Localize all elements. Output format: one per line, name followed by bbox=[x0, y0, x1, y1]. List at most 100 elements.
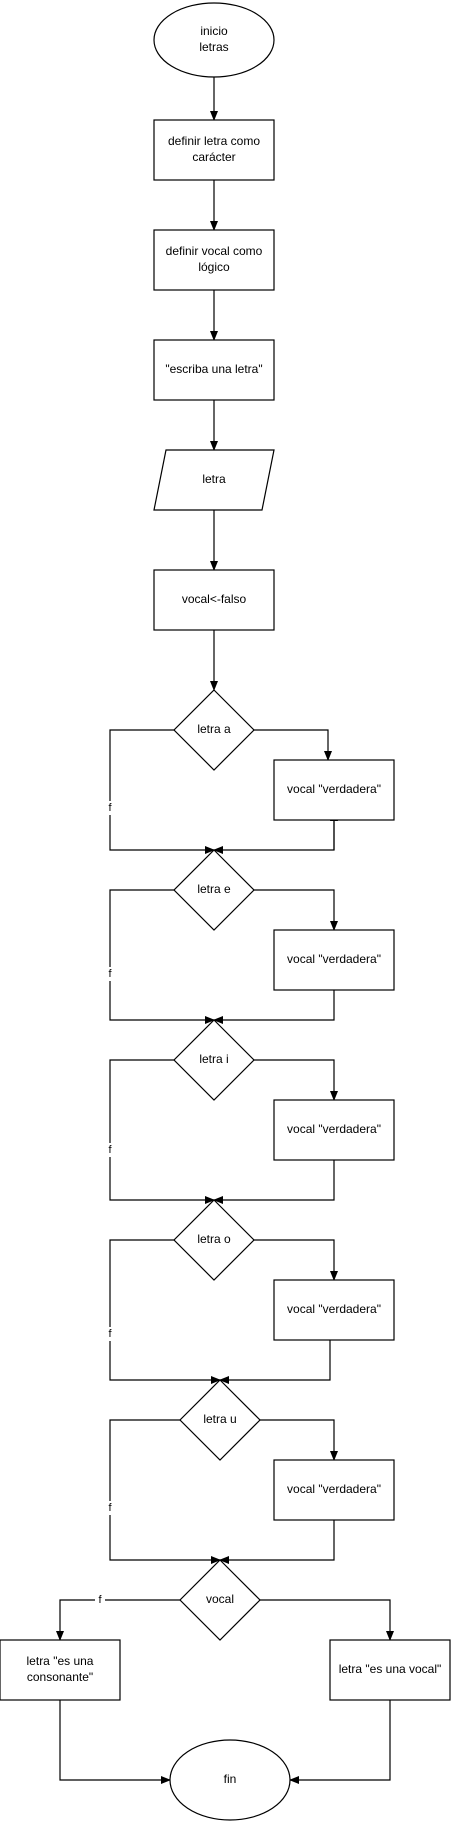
node-set-e: vocal "verdadera" bbox=[273, 929, 395, 991]
edge-set-i-merge bbox=[213, 1160, 335, 1204]
node-label-line: vocal "verdadera" bbox=[287, 1482, 381, 1496]
edge-dec-vocal-true bbox=[260, 1599, 394, 1641]
terminal-shape bbox=[169, 1739, 291, 1821]
edge-label-background bbox=[105, 1501, 115, 1515]
node-label-line: letras bbox=[199, 40, 228, 54]
decision-diamond bbox=[173, 1199, 255, 1281]
node-label-line: fin bbox=[224, 1772, 237, 1786]
edge-labels-layer: f f f f f f bbox=[95, 801, 115, 1607]
decision-diamond bbox=[173, 689, 255, 771]
edge-consonante-end bbox=[59, 1700, 171, 1784]
edge-dec-o-false bbox=[109, 1239, 221, 1384]
node-label-line: letra i bbox=[199, 1052, 228, 1066]
node-set-a: vocal "verdadera" bbox=[273, 759, 395, 821]
node-label-line: letra bbox=[202, 472, 226, 486]
edge-label-background bbox=[105, 1143, 115, 1157]
input-parallelogram bbox=[153, 449, 275, 511]
edge-label-false-a: f bbox=[108, 802, 112, 814]
node-label-line: letra a bbox=[197, 722, 231, 736]
node-input-letra: letra bbox=[153, 449, 275, 511]
decision-diamond bbox=[173, 1019, 255, 1101]
node-label-line: carácter bbox=[192, 150, 235, 164]
node-dec-vocal: vocal bbox=[179, 1559, 261, 1641]
process-box bbox=[273, 1279, 395, 1341]
process-box bbox=[0, 1639, 121, 1701]
node-end: fin bbox=[169, 1739, 291, 1821]
node-label-line: definir letra como bbox=[168, 134, 260, 148]
process-box bbox=[153, 119, 275, 181]
edge-vocal-end bbox=[289, 1700, 391, 1784]
node-out-consonante: letra "es una consonante" bbox=[0, 1639, 121, 1701]
node-dec-o: letra o bbox=[173, 1199, 255, 1281]
node-label-line: vocal "verdadera" bbox=[287, 1122, 381, 1136]
node-label-line: letra "es una vocal" bbox=[339, 1662, 442, 1676]
edge-dec-u-true bbox=[260, 1419, 338, 1461]
edge-dec-vocal-false bbox=[56, 1599, 180, 1641]
edge-dec-e-true bbox=[254, 889, 338, 931]
edge-label-background bbox=[95, 1593, 105, 1607]
edge-label-false-i: f bbox=[108, 1144, 112, 1156]
edge-dec-o-true bbox=[254, 1239, 338, 1281]
edge-label-background bbox=[105, 801, 115, 815]
node-label-line: vocal "verdadera" bbox=[287, 1302, 381, 1316]
node-label-line: letra e bbox=[197, 882, 231, 896]
node-dec-e: letra e bbox=[173, 849, 255, 931]
edge-label-background bbox=[105, 1327, 115, 1341]
node-label-line: letra u bbox=[203, 1412, 236, 1426]
node-init-vocal: vocal<-falso bbox=[153, 569, 275, 631]
node-start: inicio letras bbox=[153, 2, 275, 78]
process-box bbox=[153, 229, 275, 291]
edge-set-u-merge bbox=[219, 1520, 335, 1564]
edge-dec-u-false bbox=[109, 1419, 221, 1564]
node-label-line: vocal "verdadera" bbox=[287, 952, 381, 966]
process-box bbox=[329, 1639, 451, 1701]
edge-dec-i-true bbox=[254, 1059, 338, 1101]
node-label-line: letra o bbox=[197, 1232, 231, 1246]
edge-dec-a-false bbox=[109, 729, 215, 854]
node-label-line: vocal<-falso bbox=[182, 592, 247, 606]
decision-diamond bbox=[179, 1379, 261, 1461]
node-label-line: vocal "verdadera" bbox=[287, 782, 381, 796]
edge-dec-i-false bbox=[109, 1059, 215, 1204]
process-box bbox=[153, 569, 275, 631]
node-def-letra: definir letra como carácter bbox=[153, 119, 275, 181]
process-box bbox=[273, 929, 395, 991]
node-dec-a: letra a bbox=[173, 689, 255, 771]
terminal-shape bbox=[153, 2, 275, 78]
node-dec-u: letra u bbox=[179, 1379, 261, 1461]
node-label-line: lógico bbox=[198, 260, 230, 274]
node-label-line: inicio bbox=[200, 24, 228, 38]
process-box bbox=[153, 339, 275, 401]
edge-set-e-merge bbox=[213, 990, 335, 1024]
node-set-o: vocal "verdadera" bbox=[273, 1279, 395, 1341]
node-dec-i: letra i bbox=[173, 1019, 255, 1101]
node-label-line: "escriba una letra" bbox=[165, 362, 262, 376]
edge-label-false-u: f bbox=[108, 1502, 112, 1514]
edges-layer bbox=[56, 77, 394, 1784]
decision-diamond bbox=[173, 849, 255, 931]
edge-set-o-merge bbox=[219, 1340, 331, 1384]
process-box bbox=[273, 1099, 395, 1161]
edge-dec-a-true bbox=[254, 729, 332, 761]
node-set-u: vocal "verdadera" bbox=[273, 1459, 395, 1521]
edge-label-false-o: f bbox=[108, 1328, 112, 1340]
process-box bbox=[273, 1459, 395, 1521]
edge-dec-e-false bbox=[109, 889, 215, 1024]
edge-label-false-e: f bbox=[108, 968, 112, 980]
edge-label-background bbox=[105, 967, 115, 981]
node-prompt: "escriba una letra" bbox=[153, 339, 275, 401]
node-label-line: letra "es una bbox=[27, 1654, 94, 1668]
edge-label-false-vocal: f bbox=[98, 1594, 102, 1606]
process-box bbox=[273, 759, 395, 821]
node-out-vocal: letra "es una vocal" bbox=[329, 1639, 451, 1701]
node-label-line: consonante" bbox=[27, 1670, 93, 1684]
node-label-line: definir vocal como bbox=[166, 244, 263, 258]
edge-set-a-merge bbox=[213, 820, 335, 854]
decision-diamond bbox=[179, 1559, 261, 1641]
node-set-i: vocal "verdadera" bbox=[273, 1099, 395, 1161]
node-label-line: vocal bbox=[206, 1592, 234, 1606]
node-def-vocal: definir vocal como lógico bbox=[153, 229, 275, 291]
